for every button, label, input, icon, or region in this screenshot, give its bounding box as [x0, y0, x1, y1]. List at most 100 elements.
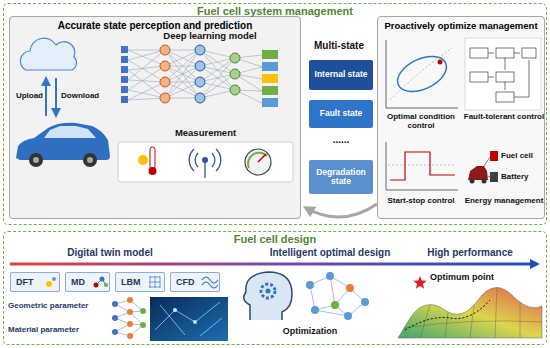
panel-caption: Start-stop control: [380, 196, 462, 205]
neural-network: [195, 77, 205, 87]
neural-network: [262, 86, 278, 95]
control-plots: [496, 48, 514, 58]
network-icon: [326, 272, 334, 280]
neural-network: [160, 77, 170, 87]
control-plots: [470, 72, 488, 82]
design-arrow: [10, 263, 530, 266]
car-icon: [33, 157, 39, 163]
surface-plot: [405, 300, 490, 330]
panel-fill: [65, 272, 110, 292]
method-icons: [149, 276, 160, 288]
method-icons: [94, 283, 99, 288]
surface-plot: [398, 287, 542, 338]
neural-network: [262, 74, 278, 83]
control-plots: [470, 48, 488, 58]
car-icon: [16, 123, 110, 167]
panel-fill: [9, 16, 301, 219]
arrow-label: Download: [61, 91, 111, 100]
control-plots: [438, 60, 443, 65]
parameter-label: Geometric parameter: [8, 301, 108, 310]
method-label: Optimization: [250, 326, 370, 336]
neural-network: [121, 86, 128, 93]
car-icon: [83, 153, 97, 167]
neural-network: [160, 93, 170, 103]
panel-caption: Fault-tolerant control: [463, 112, 545, 121]
car-icon: [29, 153, 43, 167]
method-icons: [202, 277, 218, 288]
section-label: Measurement: [118, 128, 293, 139]
section-box: Accurate state perception and prediction: [9, 16, 301, 219]
panel-title: Fuel cell system management: [4, 5, 546, 17]
neural-network: [195, 93, 205, 103]
panel-fill: [10, 272, 60, 292]
surface-plot: [404, 287, 542, 338]
state-box: Fault state: [309, 100, 373, 128]
neural-network: [121, 96, 128, 103]
callout-label: Optimum point: [430, 272, 540, 282]
parameter-network: [127, 333, 133, 339]
parameter-network: [112, 329, 118, 335]
feedback-arrow: [306, 204, 377, 217]
section-label: Multi-state: [303, 40, 375, 52]
method-icons: [52, 277, 56, 281]
upload-download-arrows: [45, 78, 47, 116]
box-title: Proactively optimize management: [378, 17, 544, 31]
method-box: CFD: [170, 272, 220, 292]
method-box: DFT: [10, 272, 60, 292]
network-icon: [346, 284, 354, 292]
control-plots: [496, 72, 514, 82]
brain-icon: [266, 289, 271, 294]
neural-network: [128, 50, 262, 103]
arrow-label: Upload: [10, 91, 43, 100]
parameter-network: [140, 322, 146, 328]
upload-download-arrows: [55, 78, 57, 116]
network-icon: [331, 301, 339, 309]
control-plots: [490, 172, 498, 182]
design-arrow: [530, 259, 540, 269]
parameter-network: [112, 315, 118, 321]
control-plots: [388, 165, 456, 166]
neural-network: [262, 98, 278, 107]
control-plots: [386, 40, 458, 108]
control-plots: [490, 151, 498, 161]
control-plots: [386, 142, 458, 190]
car-icon: [44, 126, 96, 138]
parameter-network: [115, 300, 143, 336]
box-text: CFD: [171, 273, 219, 291]
neural-network: [262, 62, 278, 71]
design-arrow: [10, 259, 540, 269]
brain-icon: [244, 272, 292, 320]
network-icon: [361, 298, 369, 306]
upload-download-arrows: [46, 78, 56, 116]
panel-caption: Optimal condition control: [380, 112, 462, 130]
box-text: MD: [66, 273, 109, 291]
sensor-icons: [248, 153, 267, 168]
state-box: Internal state: [309, 60, 373, 90]
parameter-network: [112, 297, 228, 341]
feedback-arrow: [306, 204, 377, 217]
neural-network: [121, 56, 128, 63]
brain-icon: [244, 272, 292, 320]
section-label: Deep learning model: [120, 31, 300, 42]
panel-fill: [170, 272, 220, 292]
sensor-icons: [149, 167, 157, 175]
surface-plot: [413, 276, 426, 289]
sensor-icons: [150, 147, 155, 169]
neural-network: [121, 76, 128, 83]
control-plots: [482, 179, 487, 184]
network-icon: [306, 281, 314, 289]
method-icons: [46, 281, 52, 287]
parameter-network: [140, 308, 146, 314]
parameter-network: [150, 297, 228, 341]
panel-fill: [377, 16, 545, 219]
method-icons: [100, 277, 105, 282]
neural-network: [230, 85, 240, 95]
sensor-icons: [245, 149, 271, 175]
box-text: Degradation state: [309, 168, 373, 187]
box-text: Fault state: [318, 109, 365, 118]
box-title: Accurate state perception and prediction: [10, 17, 300, 31]
box-text: Internal state: [313, 70, 370, 79]
control-plots: [390, 152, 455, 180]
cloud-icon: [20, 38, 76, 70]
